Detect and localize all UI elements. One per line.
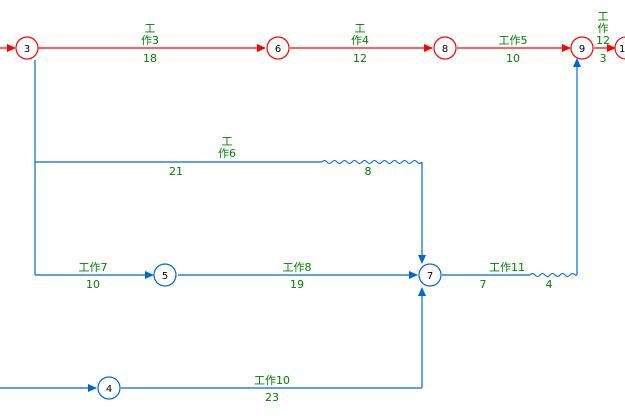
node-6-label: 6: [275, 44, 281, 55]
node-4[interactable]: 4: [97, 376, 121, 400]
node-8[interactable]: 8: [433, 36, 457, 60]
node-3-label: 3: [24, 44, 30, 55]
work12-duration: 3: [600, 52, 607, 65]
node-9[interactable]: 9: [570, 36, 594, 60]
work6-free-float: 8: [365, 165, 372, 178]
node-7[interactable]: 7: [418, 263, 442, 287]
node-3[interactable]: 3: [15, 36, 39, 60]
node-9-label: 9: [579, 44, 585, 55]
node-6[interactable]: 6: [266, 36, 290, 60]
work7-name: 工作7: [79, 261, 108, 274]
work3-name: 工作3: [141, 22, 159, 47]
work10-name: 工作10: [254, 374, 290, 387]
node-5-label: 5: [162, 271, 168, 282]
work10-duration: 23: [265, 391, 279, 404]
arrow-work11-free-float-wave: [529, 273, 576, 277]
work4-name: 工作4: [351, 22, 369, 47]
arrow-work6-free-float-wave: [321, 160, 423, 164]
node-8-label: 8: [442, 44, 448, 55]
work4-duration: 12: [353, 52, 367, 65]
node-4-label: 4: [106, 384, 112, 395]
work11-name: 工作11: [489, 261, 525, 274]
work6-name: 工作6: [218, 135, 236, 160]
work8-name: 工作8: [283, 261, 312, 274]
node-5[interactable]: 5: [153, 263, 177, 287]
work3-duration: 18: [143, 52, 157, 65]
node-7-label: 7: [427, 271, 433, 282]
work5-name: 工作5: [499, 34, 528, 47]
work8-duration: 19: [290, 278, 304, 291]
work11-free-float: 4: [546, 278, 553, 291]
work7-duration: 10: [86, 278, 100, 291]
node-10-partial[interactable]: 1: [614, 36, 625, 60]
work11-duration: 7: [480, 278, 487, 291]
node-10-label: 1: [619, 44, 625, 55]
work6-duration: 21: [169, 165, 183, 178]
work5-duration: 10: [506, 52, 520, 65]
